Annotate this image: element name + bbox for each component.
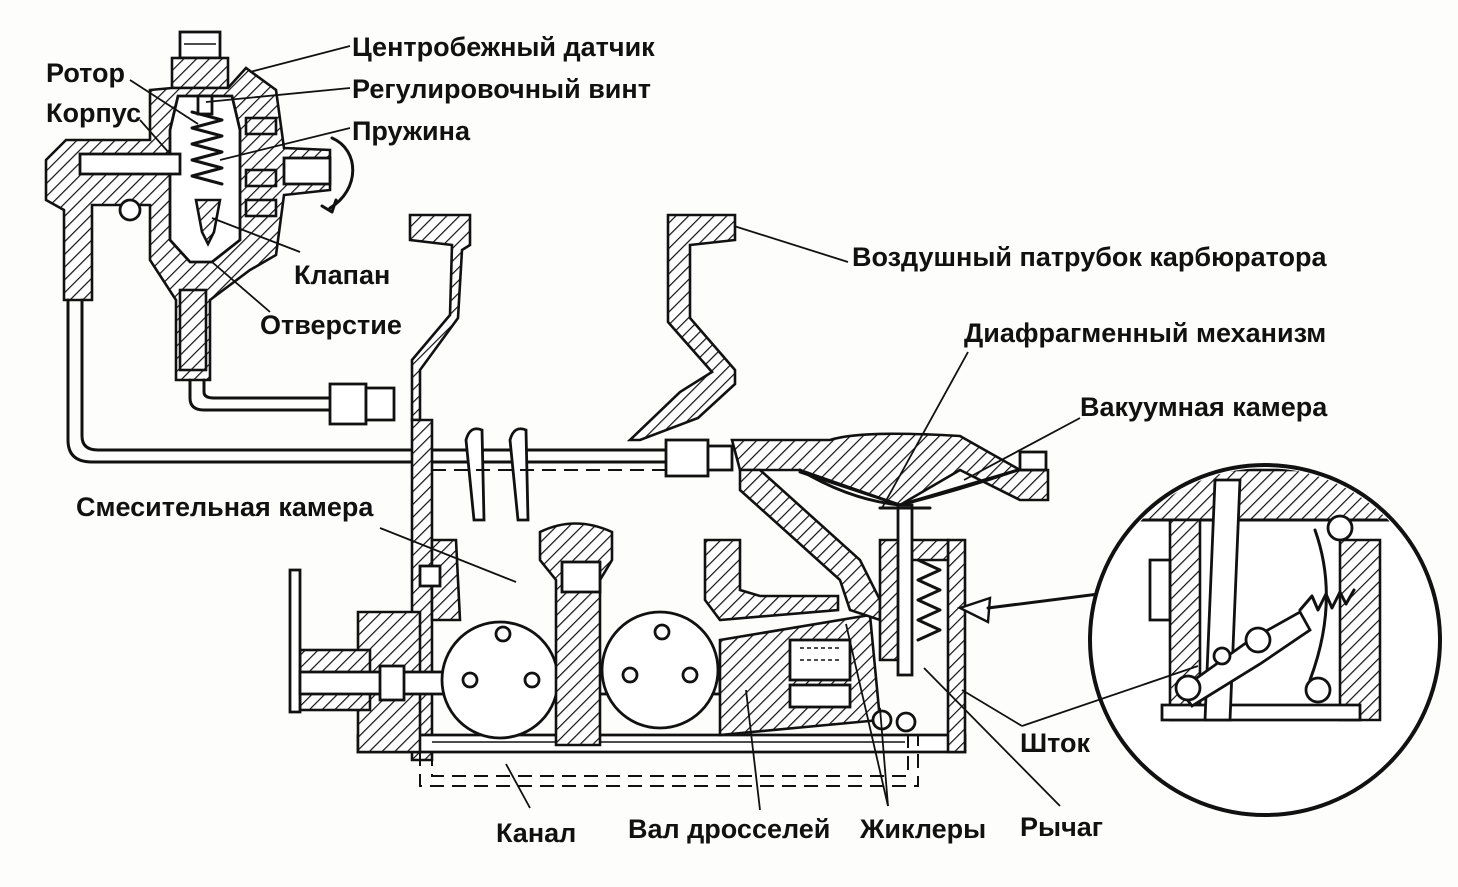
lever-inset xyxy=(1088,463,1442,817)
label-spring: Пружина xyxy=(352,116,471,146)
label-centrifugal-sensor: Центробежный датчик xyxy=(352,32,655,62)
label-orifice: Отверстие xyxy=(260,310,402,340)
label-air-inlet: Воздушный патрубок карбюратора xyxy=(852,242,1328,272)
connecting-pipes xyxy=(66,298,682,464)
label-rotor: Ротор xyxy=(46,58,125,88)
sensor-valve xyxy=(194,198,222,247)
label-adjusting-screw: Регулировочный винт xyxy=(352,74,651,104)
central-partition xyxy=(538,522,614,747)
diaphragm-rod xyxy=(896,503,914,677)
throttle-disc-right xyxy=(600,610,720,730)
sensor-cap xyxy=(178,30,222,60)
label-vacuum-chamber: Вакуумная камера xyxy=(1080,392,1328,422)
labels: Центробежный датчик Ротор Регулировочный… xyxy=(46,32,1328,848)
label-valve: Клапан xyxy=(294,260,390,290)
label-rod: Шток xyxy=(1020,728,1090,758)
label-mixing-chamber: Смесительная камера xyxy=(76,492,374,522)
leader-lines xyxy=(129,45,1199,811)
diaphragm-unit xyxy=(664,432,1132,677)
label-housing: Корпус xyxy=(46,98,141,128)
air-inlet-right-wall xyxy=(626,213,737,442)
inset-spring xyxy=(1298,588,1356,612)
label-throttle-shaft: Вал дросселей xyxy=(628,814,830,844)
label-lever: Рычаг xyxy=(1020,812,1103,842)
label-jets: Жиклеры xyxy=(859,814,986,844)
sensor-spring xyxy=(190,110,224,186)
label-diaphragm-mechanism: Диафрагменный механизм xyxy=(964,318,1326,348)
vacuum-chamber-cover xyxy=(730,432,1050,507)
label-channel: Канал xyxy=(496,818,576,848)
diaphragm-spring xyxy=(916,558,942,642)
fuel-channel xyxy=(431,735,909,777)
carburetor-body xyxy=(288,213,967,787)
air-inlet-left-wall xyxy=(408,213,472,422)
